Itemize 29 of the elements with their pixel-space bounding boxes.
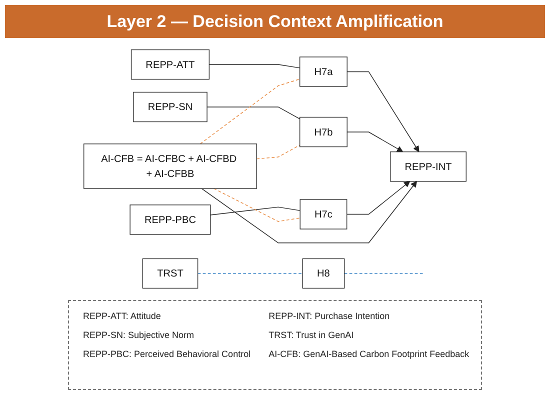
- arrow: [201, 181, 417, 244]
- connector: [256, 144, 300, 160]
- abbreviation-note: REPP-SN: Subjective Norm: [83, 330, 196, 340]
- node-box: REPP-ATT: [130, 49, 210, 80]
- connector: [344, 273, 424, 274]
- connector: [214, 188, 300, 222]
- arrow: [346, 181, 410, 215]
- arrow: [346, 132, 404, 152]
- connector: [206, 106, 300, 120]
- node-box: REPP-PBC: [130, 204, 211, 235]
- node-box: AI-CFB = AI-CFBC + AI-CFBD + AI-CFBB: [83, 144, 257, 189]
- abbreviation-note: REPP-ATT: Attitude: [83, 311, 162, 321]
- node-box: REPP-INT: [390, 151, 467, 182]
- connector: [197, 273, 303, 274]
- title-bar: Layer 2 — Decision Context Amplification: [5, 5, 545, 38]
- connector: [210, 206, 300, 216]
- connector: [200, 78, 300, 144]
- node-box: H7c: [300, 199, 348, 230]
- abbreviation-note: TRST: Trust in GenAI: [268, 330, 355, 340]
- abbreviation-note: REPP-PBC: Perceived Behavioral Control: [83, 349, 251, 359]
- arrow: [346, 71, 420, 152]
- node-box: TRST: [142, 258, 198, 289]
- abbreviation-note: REPP-INT: Purchase Intention: [268, 311, 391, 321]
- node-box: H7a: [299, 56, 348, 87]
- abbreviation-note: AI-CFB: GenAI-Based Carbon Footprint Feedback: [268, 349, 470, 359]
- node-box: H8: [302, 258, 345, 289]
- connector: [208, 64, 300, 68]
- node-box: H7b: [299, 116, 348, 148]
- node-box: REPP-SN: [133, 92, 208, 122]
